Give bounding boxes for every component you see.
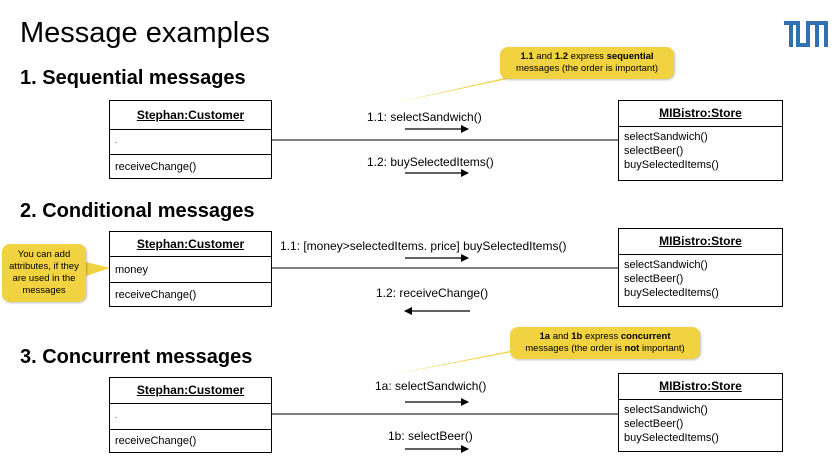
message-2-2: 1.2: receiveChange(): [376, 286, 489, 300]
customer-attribute-1: .: [110, 130, 271, 155]
store-name-2: MIBistro:Store: [619, 229, 782, 255]
note-attributes: You can add attributes, if they are used…: [2, 244, 86, 302]
customer-name-3: Stephan:Customer: [110, 378, 271, 404]
section-heading-concurrent: 3. Concurrent messages: [20, 346, 253, 368]
customer-operation-1: receiveChange(): [115, 161, 197, 173]
message-3-1: 1a: selectSandwich(): [375, 379, 487, 393]
note-pointer-1: [394, 78, 512, 103]
store-operations-1: selectSandwich() selectBeer() buySelecte…: [624, 131, 719, 171]
note-sequential: 1.1 and 1.2 express sequential messages …: [500, 47, 674, 79]
note-concurrent: 1a and 1b express concurrent messages (t…: [510, 327, 700, 359]
message-1-2: 1.2: buySelectedItems(): [367, 155, 494, 169]
customer-attribute-2: money: [110, 257, 271, 283]
note-pointer-2: [86, 262, 110, 276]
message-3-2: 1b: selectBeer(): [388, 429, 473, 443]
customer-object-1: Stephan:Customer . receiveChange(): [109, 100, 272, 179]
note-pointer-3: [390, 349, 528, 375]
customer-operation-3: receiveChange(): [115, 435, 197, 447]
tum-logo-icon: [784, 21, 828, 47]
section-heading-sequential: 1. Sequential messages: [20, 67, 246, 89]
store-object-1: MIBistro:Store selectSandwich() selectBe…: [618, 100, 783, 181]
store-object-2: MIBistro:Store selectSandwich() selectBe…: [618, 228, 783, 307]
customer-operation-2: receiveChange(): [115, 289, 197, 301]
customer-name-2: Stephan:Customer: [110, 232, 271, 257]
customer-attribute-3: .: [110, 404, 271, 430]
section-heading-conditional: 2. Conditional messages: [20, 200, 255, 222]
message-2-1: 1.1: [money>selectedItems. price] buySel…: [280, 239, 567, 253]
customer-object-3: Stephan:Customer . receiveChange(): [109, 377, 272, 453]
store-name-3: MIBistro:Store: [619, 374, 782, 400]
page-title: Message examples: [20, 17, 270, 49]
store-object-3: MIBistro:Store selectSandwich() selectBe…: [618, 373, 783, 452]
store-operations-2: selectSandwich() selectBeer() buySelecte…: [624, 259, 719, 299]
store-operations-3: selectSandwich() selectBeer() buySelecte…: [624, 404, 719, 444]
message-1-1: 1.1: selectSandwich(): [367, 110, 482, 124]
store-name-1: MIBistro:Store: [619, 101, 782, 127]
customer-object-2: Stephan:Customer money receiveChange(): [109, 231, 272, 307]
customer-name-1: Stephan:Customer: [110, 101, 271, 130]
